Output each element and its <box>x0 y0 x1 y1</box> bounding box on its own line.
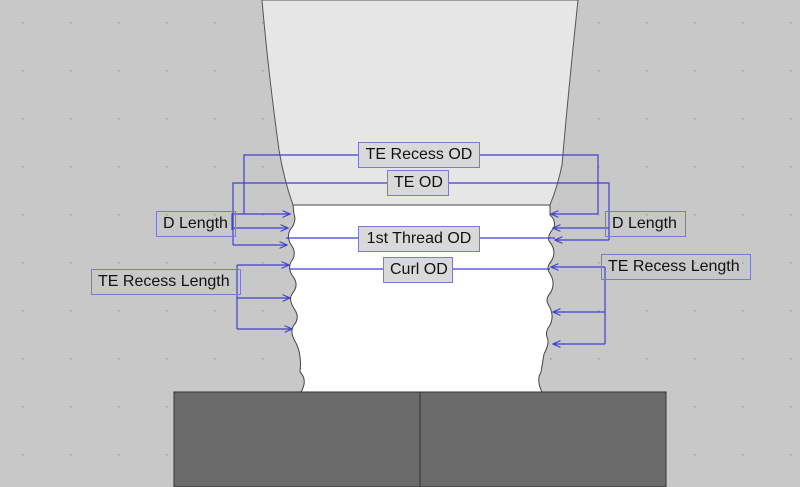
label-te-recess-od: TE Recess OD <box>358 142 480 168</box>
d-length-left-bracket <box>231 213 244 230</box>
label-d-length-left: D Length <box>156 211 236 237</box>
label-te-od: TE OD <box>387 170 449 196</box>
label-first-thread-od: 1st Thread OD <box>358 226 480 252</box>
label-d-length-right: D Length <box>605 211 686 237</box>
base-block-left <box>173 391 421 487</box>
base-block-right <box>419 391 667 487</box>
label-curl-od: Curl OD <box>383 257 453 283</box>
label-te-recess-length-left: TE Recess Length <box>91 269 241 295</box>
label-te-recess-length-right: TE Recess Length <box>601 254 751 280</box>
